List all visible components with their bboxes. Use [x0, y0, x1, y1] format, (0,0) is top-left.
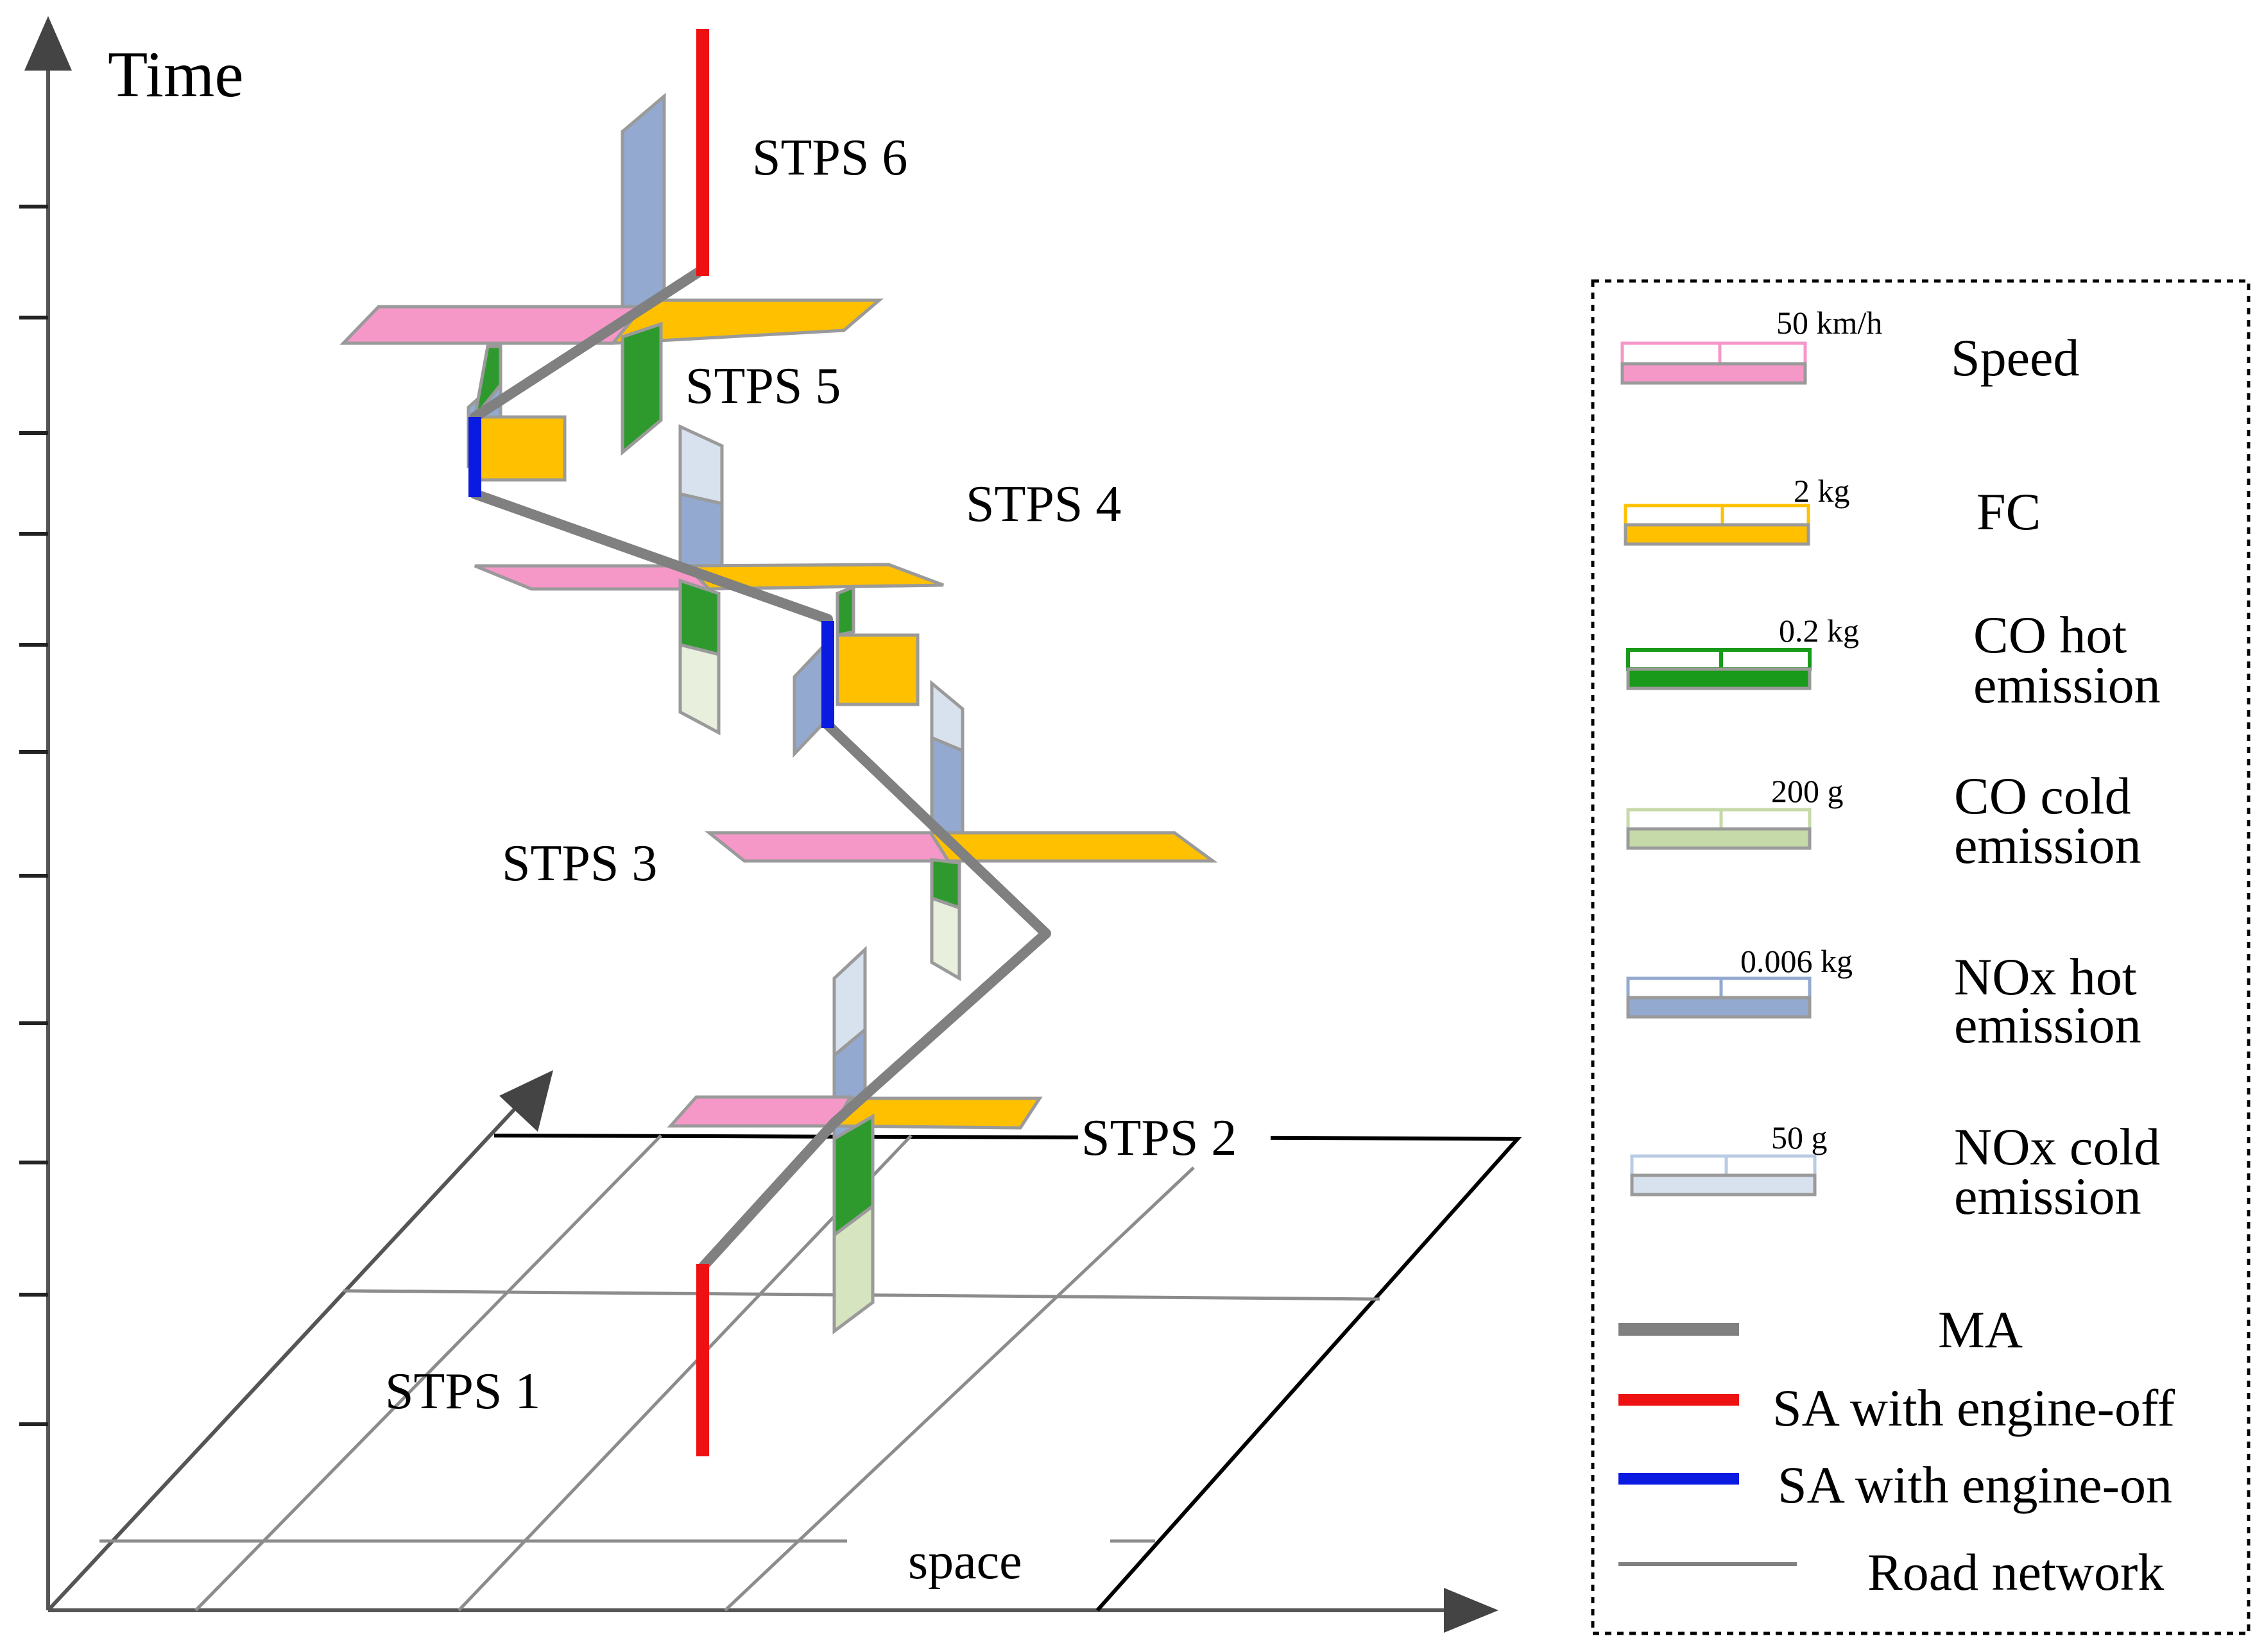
legend-co-cold-label-2: emission: [1954, 816, 2141, 874]
stps5-fc-box: [476, 415, 567, 482]
legend-nox-cold-label-1: NOx cold: [1954, 1118, 2160, 1176]
stps4-fc-panel: [683, 563, 944, 591]
stps3-glyph: [793, 584, 920, 758]
legend-item-ma: MA: [1618, 1300, 2023, 1359]
depth-axis: [46, 1102, 522, 1612]
legend-item-nox-cold: 50 g NOx cold emission: [1630, 1118, 2160, 1225]
legend-item-co-hot: 0.2 kg CO hot emission: [1626, 606, 2161, 714]
legend-item-sa-engine-off: SA with engine-off: [1618, 1379, 2175, 1437]
space-axis-arrow-icon: [1444, 1588, 1498, 1633]
trajectory: [468, 29, 1051, 1456]
legend-item-fc: 2 kg FC: [1624, 473, 2041, 546]
stps4-nox-cold-panel: [678, 424, 724, 506]
legend-road-label: Road network: [1867, 1543, 2164, 1601]
stps4-co-hot-panel: [678, 578, 721, 657]
legend-speed-unit: 50 km/h: [1776, 305, 1882, 341]
legend-sa-on-label: SA with engine-on: [1778, 1456, 2172, 1514]
time-axis-ticks: [19, 205, 48, 1426]
time-axis-label: Time: [108, 38, 244, 111]
stps4-co-cold-panel: [678, 642, 721, 736]
legend-fc-unit: 2 kg: [1794, 473, 1850, 509]
space-axis-label: space: [908, 1533, 1022, 1590]
legend-sa-off-label: SA with engine-off: [1772, 1379, 2175, 1437]
legend-item-nox-hot: 0.006 kg NOx hot emission: [1626, 943, 2141, 1054]
stps-labels: STPS 1 STPS 2 STPS 3 STPS 4 STPS 5 STPS …: [385, 130, 1271, 1420]
legend-co-hot-label-1: CO hot: [1973, 606, 2127, 664]
stps-label-5: STPS 5: [685, 358, 841, 414]
stps-label-6: STPS 6: [752, 130, 907, 186]
stps-label-2: STPS 2: [1081, 1110, 1237, 1166]
stps5-glyph: [467, 345, 567, 482]
stps2-speed-panel: [704, 831, 952, 863]
legend-item-road-network: Road network: [1618, 1543, 2164, 1601]
stps1-glyph: [667, 946, 1043, 1334]
legend-speed-label: Speed: [1951, 328, 2079, 387]
legend-item-sa-engine-on: SA with engine-on: [1618, 1456, 2172, 1514]
legend: 50 km/h Speed 2 kg FC 0.2 kg CO hot emis…: [1591, 279, 2251, 1635]
stps-label-4: STPS 4: [966, 476, 1121, 532]
stps1-speed-panel: [667, 1095, 853, 1128]
legend-co-hot-label-2: emission: [1973, 656, 2161, 714]
legend-nox-hot-label-1: NOx hot: [1954, 948, 2137, 1006]
legend-item-co-cold: 200 g CO cold emission: [1626, 767, 2141, 874]
legend-co-cold-unit: 200 g: [1771, 773, 1844, 809]
stps4-glyph: [474, 424, 944, 736]
stps3-fc-box: [836, 633, 920, 706]
stps4-nox-panel: [678, 491, 724, 576]
stps-label-3: STPS 3: [502, 835, 657, 892]
legend-nox-cold-label-2: emission: [1954, 1167, 2141, 1225]
stps6-co-hot-panel: [621, 321, 663, 456]
stps2-co-cold-panel: [930, 896, 961, 982]
stps2-fc-panel: [927, 831, 1218, 863]
road-network: space: [99, 1134, 1522, 1612]
stps2-glyph: [704, 679, 1218, 982]
stps5-co-hot-panel: [473, 345, 502, 418]
time-axis-arrow-icon: [24, 16, 72, 71]
road-lines: [99, 1134, 1380, 1612]
legend-co-cold-label-1: CO cold: [1954, 767, 2131, 825]
stps-label-1: STPS 1: [385, 1363, 540, 1420]
legend-ma-label: MA: [1938, 1300, 2023, 1359]
legend-nox-cold-unit: 50 g: [1771, 1120, 1828, 1155]
legend-co-hot-unit: 0.2 kg: [1779, 613, 1859, 649]
legend-fc-label: FC: [1977, 482, 2041, 541]
stps1-co-cold-panel: [832, 1203, 875, 1334]
stps6-glyph: [339, 92, 884, 456]
depth-axis-arrow-icon: [499, 1070, 553, 1132]
stps3-co-hot-panel: [836, 584, 855, 638]
legend-nox-hot-unit: 0.006 kg: [1740, 943, 1853, 979]
legend-nox-hot-label-2: emission: [1954, 996, 2141, 1054]
axes: Time: [19, 16, 1498, 1633]
legend-item-speed: 50 km/h Speed: [1620, 305, 2079, 387]
